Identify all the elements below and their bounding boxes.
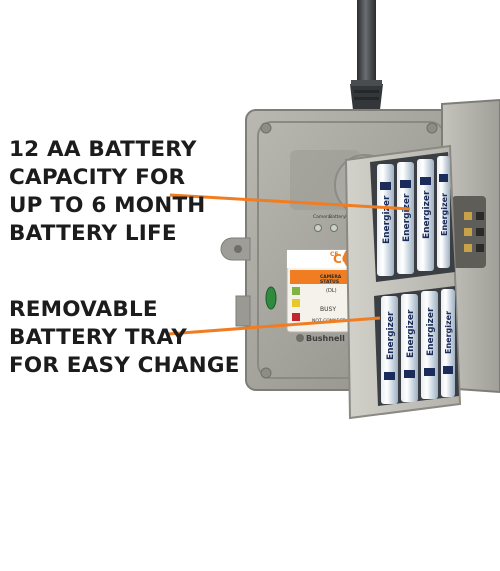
battery-row-lower: Energizer Energizer Energizer Energizer [381, 289, 455, 404]
svg-text:Energizer: Energizer [406, 309, 416, 358]
svg-text:Energizer: Energizer [422, 190, 432, 239]
callout-battery-capacity: 12 AA BATTERY CAPACITY FOR UP TO 6 MONTH… [9, 136, 206, 248]
svg-text:Energizer: Energizer [386, 311, 396, 360]
callout-line-3: UP TO 6 MONTH [9, 193, 206, 218]
svg-text:Camera: Camera [313, 214, 331, 220]
svg-text:Energizer: Energizer [444, 311, 453, 354]
svg-text:(DL): (DL) [326, 288, 337, 294]
svg-text:CAMERA: CAMERA [320, 274, 342, 280]
svg-text:Energizer: Energizer [402, 193, 412, 242]
svg-text:Energizer: Energizer [382, 195, 392, 244]
svg-text:Bushnell: Bushnell [306, 334, 345, 343]
svg-text:BUSY: BUSY [320, 306, 336, 313]
callout-line-battery-capacity [169, 193, 411, 211]
antenna-cable [350, 0, 383, 110]
svg-text:STATUS: STATUS [320, 279, 339, 285]
svg-text:Battery: Battery [329, 214, 346, 220]
brand-badge: Bushnell [265, 286, 345, 343]
callout-line-4: BATTERY LIFE [9, 221, 177, 246]
svg-text:Energizer: Energizer [426, 307, 436, 356]
callout-line-1: 12 AA BATTERY [9, 137, 197, 162]
callout-line-3: FOR EASY CHANGE [9, 353, 240, 378]
svg-text:CE: CE [330, 251, 339, 258]
battery-row-upper: Energizer Energizer Energizer Energizer [377, 156, 450, 276]
callout-line-2: BATTERY TRAY [9, 325, 188, 350]
callout-line-1: REMOVABLE [9, 297, 158, 322]
callout-line-removable-tray [167, 316, 381, 336]
callout-removable-tray: REMOVABLE BATTERY TRAY FOR EASY CHANGE [9, 296, 240, 380]
svg-text:Energizer: Energizer [440, 193, 449, 236]
callout-line-2: CAPACITY FOR [9, 165, 186, 190]
